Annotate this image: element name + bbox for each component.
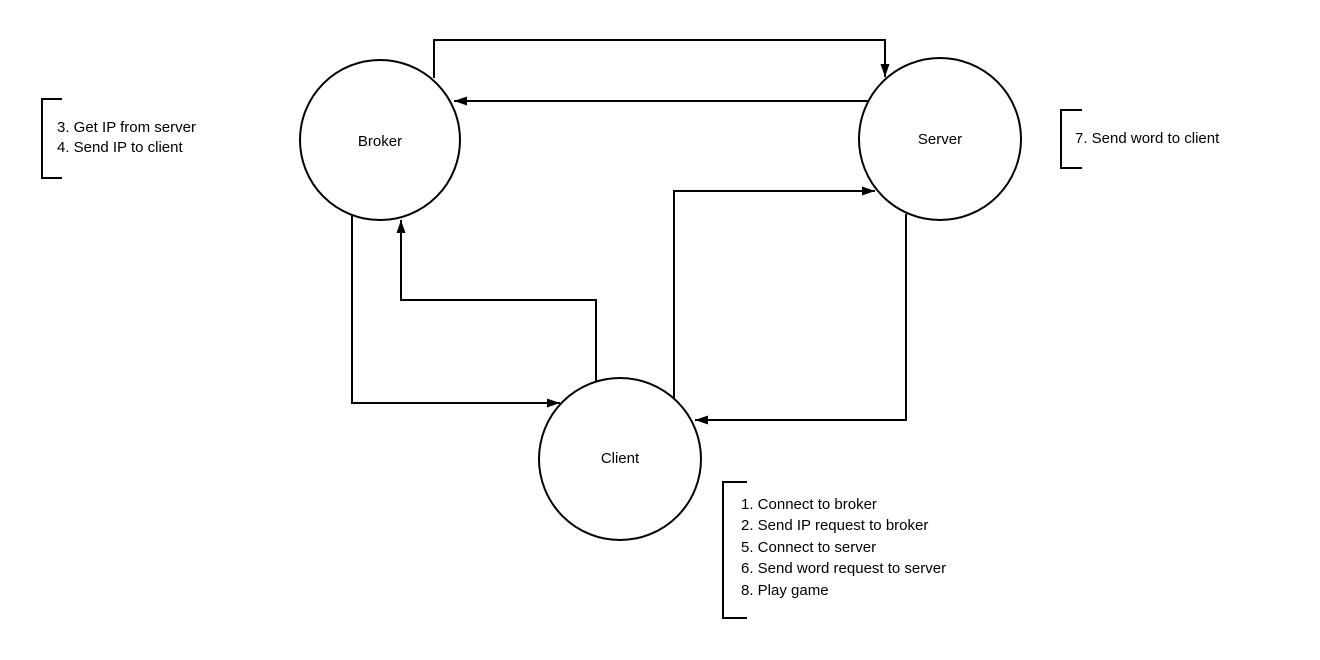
- server-step-line: 7. Send word to client: [1075, 130, 1220, 147]
- arrow-client-to-broker: [396, 220, 597, 383]
- client-circle: [538, 377, 702, 541]
- arrow-client-to-server: [673, 186, 875, 398]
- broker-step-line: 4. Send IP to client: [57, 139, 183, 156]
- server-circle: [858, 57, 1022, 221]
- client-label: Client: [601, 450, 640, 467]
- node-server: Server: [858, 57, 1022, 221]
- broker-circle: [299, 59, 461, 221]
- arrow-server-to-client: [695, 214, 907, 425]
- bracket-bottom: [722, 481, 747, 619]
- bracket-left: [41, 98, 62, 179]
- client-step-line: 6. Send word request to server: [741, 560, 946, 577]
- node-client: Client: [538, 377, 702, 541]
- broker-step-line: 3. Get IP from server: [57, 119, 196, 136]
- server-label: Server: [918, 131, 962, 148]
- edges: [351, 39, 907, 425]
- client-step-line: 8. Play game: [741, 582, 829, 599]
- client-step-line: 2. Send IP request to broker: [741, 517, 928, 534]
- arrow-broker-to-server: [433, 39, 890, 78]
- bracket-right: [1060, 109, 1082, 169]
- node-broker: Broker: [299, 59, 461, 221]
- client-step-line: 1. Connect to broker: [741, 496, 877, 513]
- annotation-server-steps: 7. Send word to client: [1060, 109, 1220, 169]
- broker-label: Broker: [358, 133, 402, 150]
- annotation-broker-steps: 3. Get IP from server 4. Send IP to clie…: [41, 98, 196, 179]
- arrow-broker-to-client: [351, 216, 560, 408]
- client-step-line: 5. Connect to server: [741, 539, 876, 556]
- annotation-client-steps: 1. Connect to broker 2. Send IP request …: [722, 481, 946, 619]
